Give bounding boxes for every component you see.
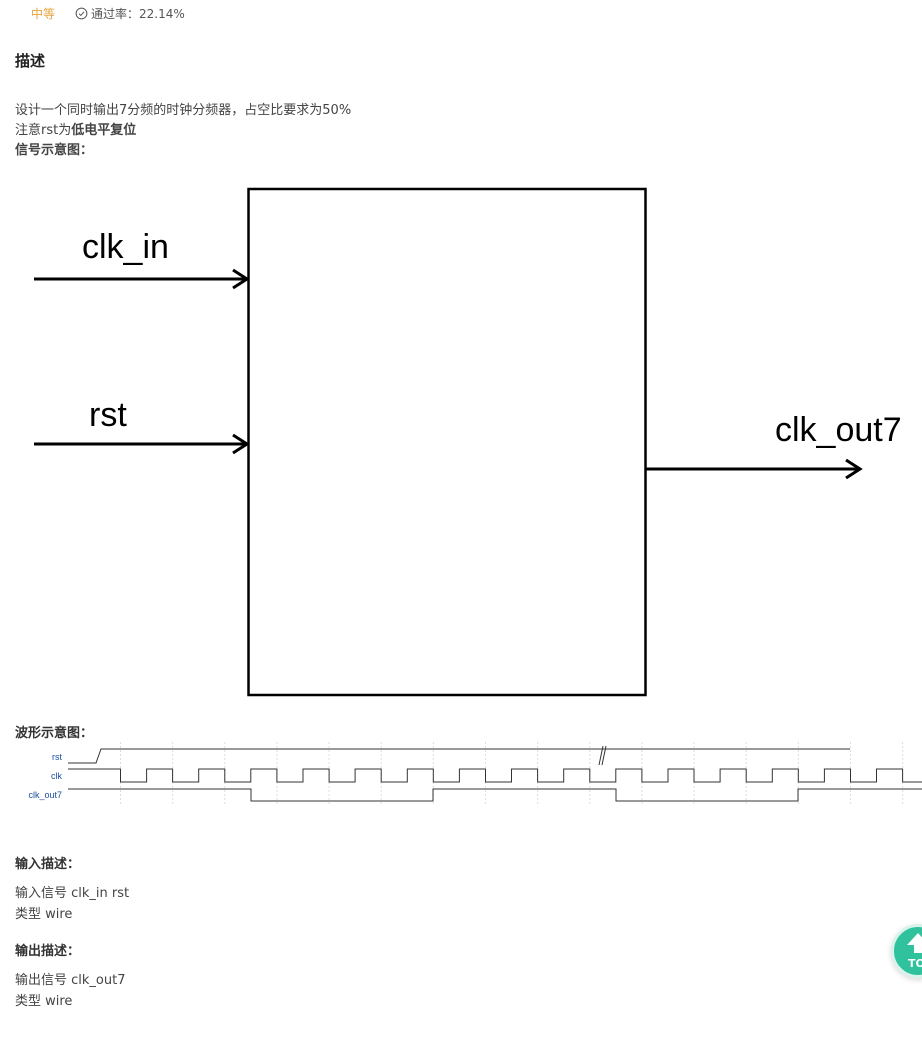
input-signal-line: 输入信号 clk_in rst — [15, 886, 130, 901]
arrow-up-icon — [907, 933, 922, 953]
rst-waveform — [68, 748, 850, 764]
back-to-top-button[interactable]: TO — [891, 924, 922, 978]
description-line: 设计一个同时输出7分频的时钟分频器，占空比要求为50% — [15, 103, 352, 118]
signal-block-diagram: clk_in rst clk_out7 — [34, 187, 902, 697]
reset-note-bold: 低电平复位 — [71, 123, 137, 138]
clk-out7-waveform — [68, 788, 922, 802]
output-signal-line: 输出信号 clk_out7 — [15, 973, 126, 988]
wave-label-rst: rst — [52, 752, 62, 762]
wave-label-clk: clk — [51, 771, 62, 781]
pass-rate: 通过率：22.14% — [75, 5, 185, 22]
difficulty-badge: 中等 — [31, 7, 56, 21]
output-description-heading: 输出描述： — [15, 944, 81, 959]
output-type-line: 类型 wire — [15, 994, 73, 1009]
description-body: 设计一个同时输出7分频的时钟分频器，占空比要求为50% 注意rst为低电平复位 … — [15, 101, 351, 161]
description-heading: 描述 — [15, 52, 46, 70]
clk-out7-label: clk_out7 — [775, 411, 902, 449]
pass-rate-text: 通过率：22.14% — [91, 7, 185, 21]
problem-meta: 中等 通过率：22.14% — [31, 5, 185, 22]
signal-diagram-label: 信号示意图： — [15, 143, 94, 158]
top-button-label: TO — [908, 957, 922, 970]
clk-waveform — [68, 768, 922, 783]
break-marker — [598, 745, 607, 766]
reset-note: 注意rst为低电平复位 — [15, 121, 351, 141]
rst-label: rst — [89, 396, 127, 434]
waveform-diagram: rst clk clk_out7 — [28, 742, 922, 804]
wave-label-clk-out7: clk_out7 — [28, 790, 62, 800]
input-type-line: 类型 wire — [15, 907, 73, 922]
waveform-heading: 波形示意图： — [15, 726, 94, 741]
check-circle-icon — [75, 7, 88, 20]
clk-in-label: clk_in — [82, 228, 169, 266]
reset-note-prefix: 注意rst为 — [15, 123, 72, 138]
module-box — [247, 187, 647, 697]
input-description-heading: 输入描述： — [15, 857, 81, 872]
